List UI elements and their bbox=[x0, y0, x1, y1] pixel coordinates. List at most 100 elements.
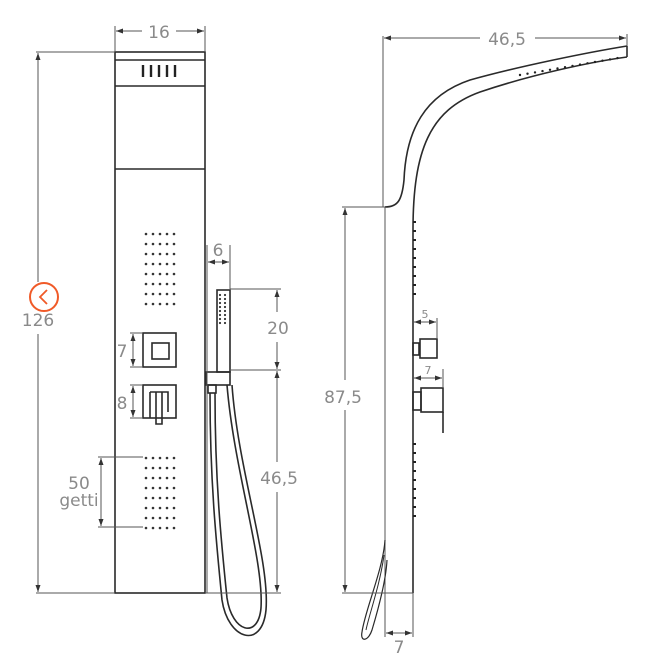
top-nozzle-icon bbox=[141, 65, 177, 77]
jet-nozzle bbox=[144, 282, 148, 286]
front-view: 16 126 7 8 50 getti bbox=[22, 23, 298, 637]
jet-nozzle bbox=[218, 297, 222, 301]
jet-nozzle bbox=[223, 305, 227, 309]
jet-nozzle bbox=[165, 302, 169, 306]
jet-nozzle bbox=[218, 305, 222, 309]
jet-nozzle bbox=[223, 313, 227, 317]
jet-nozzle bbox=[172, 282, 176, 286]
jet-nozzle bbox=[165, 496, 169, 500]
jet-nozzle bbox=[172, 516, 176, 520]
jet-nozzle bbox=[144, 302, 148, 306]
rain-nozzle bbox=[601, 59, 604, 62]
jet-nozzle bbox=[218, 313, 222, 317]
jet-nozzle bbox=[144, 272, 148, 276]
jet-nozzle bbox=[144, 232, 148, 236]
jet-nozzle bbox=[151, 292, 155, 296]
control-1-dimension: 7 bbox=[117, 342, 128, 362]
jet-nozzle bbox=[151, 232, 155, 236]
diverter-knob-side bbox=[412, 338, 438, 359]
jet-nozzle bbox=[165, 282, 169, 286]
knob-depth-dimension: 5 bbox=[422, 308, 429, 321]
jet-nozzle bbox=[218, 309, 222, 313]
arm-reach-dimension: 46,5 bbox=[488, 30, 526, 50]
jet-nozzle bbox=[218, 301, 222, 305]
cursor-circle-icon bbox=[29, 282, 59, 312]
rain-nozzle bbox=[563, 66, 567, 69]
jet-nozzle bbox=[218, 321, 222, 325]
base-depth-dimension: 7 bbox=[394, 638, 405, 658]
jet-nozzle bbox=[151, 506, 155, 510]
jet-nozzle bbox=[151, 456, 155, 460]
shower-arm bbox=[384, 45, 628, 593]
jet-nozzle bbox=[172, 486, 176, 490]
jet-nozzle bbox=[158, 516, 162, 520]
mixer-lever-side bbox=[412, 387, 444, 433]
jets-count: 50 bbox=[68, 474, 90, 494]
jet-nozzle bbox=[144, 496, 148, 500]
jet-nozzle bbox=[165, 476, 169, 480]
jet-nozzle bbox=[158, 506, 162, 510]
jet-nozzle bbox=[218, 293, 222, 297]
jet-nozzle bbox=[165, 486, 169, 490]
jet-nozzle bbox=[158, 456, 162, 460]
rain-nozzle bbox=[548, 68, 552, 72]
jet-nozzle bbox=[151, 516, 155, 520]
jet-nozzle bbox=[144, 516, 148, 520]
hose bbox=[209, 384, 268, 637]
jet-nozzle bbox=[151, 496, 155, 500]
jet-nozzle bbox=[151, 252, 155, 256]
jet-nozzle bbox=[172, 262, 176, 266]
jet-nozzle bbox=[223, 301, 227, 305]
hand-shower-width-dimension: 6 bbox=[213, 241, 224, 261]
hand-shower-length-dimension: 20 bbox=[267, 319, 289, 339]
jet-nozzle bbox=[144, 526, 148, 530]
jet-nozzle bbox=[144, 456, 148, 460]
jet-nozzle bbox=[151, 486, 155, 490]
jet-nozzle bbox=[218, 317, 222, 321]
jet-nozzle bbox=[172, 292, 176, 296]
jet-nozzle bbox=[165, 252, 169, 256]
jet-nozzle bbox=[144, 242, 148, 246]
jet-nozzle bbox=[172, 476, 176, 480]
rain-nozzle bbox=[608, 58, 612, 61]
jet-nozzle bbox=[144, 466, 148, 470]
jet-nozzle bbox=[223, 309, 227, 313]
jet-nozzle bbox=[144, 292, 148, 296]
rain-nozzle bbox=[586, 62, 589, 65]
rain-nozzle bbox=[541, 69, 544, 73]
jet-nozzle bbox=[172, 242, 176, 246]
rain-head-nozzles bbox=[518, 56, 619, 77]
jet-nozzle bbox=[165, 456, 169, 460]
jet-nozzle bbox=[223, 317, 227, 321]
jet-nozzle bbox=[165, 506, 169, 510]
jet-nozzle bbox=[172, 466, 176, 470]
jet-nozzle bbox=[158, 496, 162, 500]
jet-nozzle bbox=[158, 302, 162, 306]
jet-nozzle bbox=[158, 242, 162, 246]
rain-nozzle bbox=[556, 67, 559, 70]
jets-word: getti bbox=[59, 491, 98, 511]
rain-nozzle bbox=[593, 60, 597, 64]
hand-shower bbox=[205, 289, 231, 394]
jet-nozzle bbox=[151, 476, 155, 480]
jet-nozzle bbox=[223, 293, 227, 297]
jet-nozzle bbox=[158, 282, 162, 286]
jet-nozzle bbox=[172, 272, 176, 276]
jet-nozzle bbox=[158, 232, 162, 236]
height-dimension: 126 bbox=[22, 311, 54, 331]
width-dimension: 16 bbox=[148, 23, 170, 43]
rain-nozzle bbox=[518, 73, 522, 77]
jet-nozzle bbox=[172, 526, 176, 530]
holder-height-dimension: 46,5 bbox=[260, 469, 298, 489]
jet-nozzle bbox=[165, 292, 169, 296]
lower-body-jets bbox=[144, 456, 176, 530]
jet-nozzle bbox=[172, 252, 176, 256]
jet-nozzle bbox=[144, 506, 148, 510]
jet-nozzle bbox=[165, 466, 169, 470]
side-height-dimension: 87,5 bbox=[324, 388, 362, 408]
rain-nozzle bbox=[526, 72, 529, 75]
jet-nozzle bbox=[172, 456, 176, 460]
jet-nozzle bbox=[165, 526, 169, 530]
rain-nozzle bbox=[571, 64, 574, 68]
